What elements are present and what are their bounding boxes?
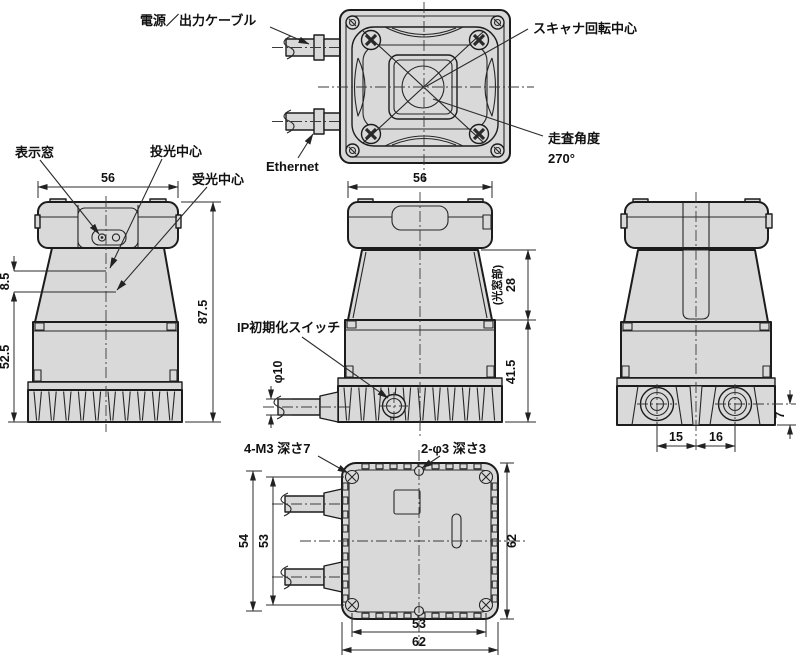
mount-holes [344, 469, 494, 613]
dim-rear-conn-height: 7 [773, 411, 787, 418]
label-ip-reset-switch: IP初期化スイッチ [237, 320, 340, 335]
rear-column [682, 249, 710, 320]
rear-view: 15 16 7 [616, 192, 796, 452]
emission-center-leader [109, 158, 163, 269]
locating-holes-leader [421, 455, 441, 469]
rear-connector-right [715, 384, 796, 424]
phillips-screws [360, 29, 490, 145]
label-ethernet: Ethernet [266, 159, 319, 174]
dim-optical-window-height: 28 [504, 278, 518, 292]
dim-bottom-left-inner: 53 [257, 534, 271, 548]
dim-bottom-left-outer: 54 [237, 534, 251, 548]
dim-bottom-lower-inner: 53 [412, 617, 426, 631]
dim-rear-conn-left: 15 [669, 430, 683, 444]
label-scanner-rotation-center: スキャナ回転中心 [533, 21, 637, 36]
display-window-edge [482, 214, 492, 230]
scanner-center-leader [424, 28, 529, 88]
label-scan-angle: 走査角度 [548, 131, 601, 146]
label-mount-holes: 4-M3 深さ7 [244, 441, 310, 456]
label-reception-center: 受光中心 [192, 172, 244, 187]
label-locating-holes: 2-φ3 深さ3 [421, 441, 486, 456]
label-emission-center: 投光中心 [150, 144, 202, 159]
dim-recv-to-bottom: 52.5 [0, 345, 12, 369]
front-body [32, 321, 179, 383]
top-view: 電源／出力ケーブル スキャナ回転中心 走査角度 270° Ethernet [140, 2, 637, 182]
front-base-plate [27, 381, 183, 391]
bottom-slot [451, 513, 462, 549]
label-display-window: 表示窓 [14, 145, 54, 160]
ethernet-leader [297, 133, 314, 159]
front-view: 56 8.5 52.5 87.5 表示窓 投光中心 受光中心 [0, 144, 244, 432]
note-optical-window: (光窓部) [490, 265, 504, 306]
rear-connector-left [637, 384, 677, 424]
display-window-leader [39, 159, 100, 235]
dim-rear-conn-right: 16 [709, 430, 723, 444]
corner-screws [345, 15, 505, 158]
label-power-cable: 電源／出力ケーブル [140, 13, 256, 28]
ip-switch-leader [301, 336, 389, 399]
dim-front-width: 56 [101, 171, 115, 185]
power-cable-leader [269, 26, 310, 45]
dim-emit-to-recv: 8.5 [0, 273, 12, 290]
scan-angle-leader [432, 98, 544, 137]
dim-lower-body-height: 41.5 [504, 360, 518, 384]
dim-bottom-right-plate: 62 [505, 534, 519, 548]
reception-center-leader [116, 186, 208, 291]
dim-side-width: 56 [413, 171, 427, 185]
side-view: 56 (光窓部) 28 41.5 φ10 IP初期化スイッチ [237, 171, 536, 436]
front-fins [33, 391, 176, 421]
bottom-view: 54 53 62 53 62 4-M3 深さ7 2-φ3 深さ3 [237, 441, 526, 655]
dim-bottom-lower-outer: 62 [412, 635, 426, 649]
label-scan-angle-value: 270° [548, 151, 575, 166]
rear-top-cap [624, 201, 769, 249]
dim-total-height: 87.5 [196, 300, 210, 324]
bottom-square-hole [393, 489, 421, 515]
mount-holes-leader [317, 455, 349, 474]
dim-cable-diameter: φ10 [271, 361, 285, 384]
